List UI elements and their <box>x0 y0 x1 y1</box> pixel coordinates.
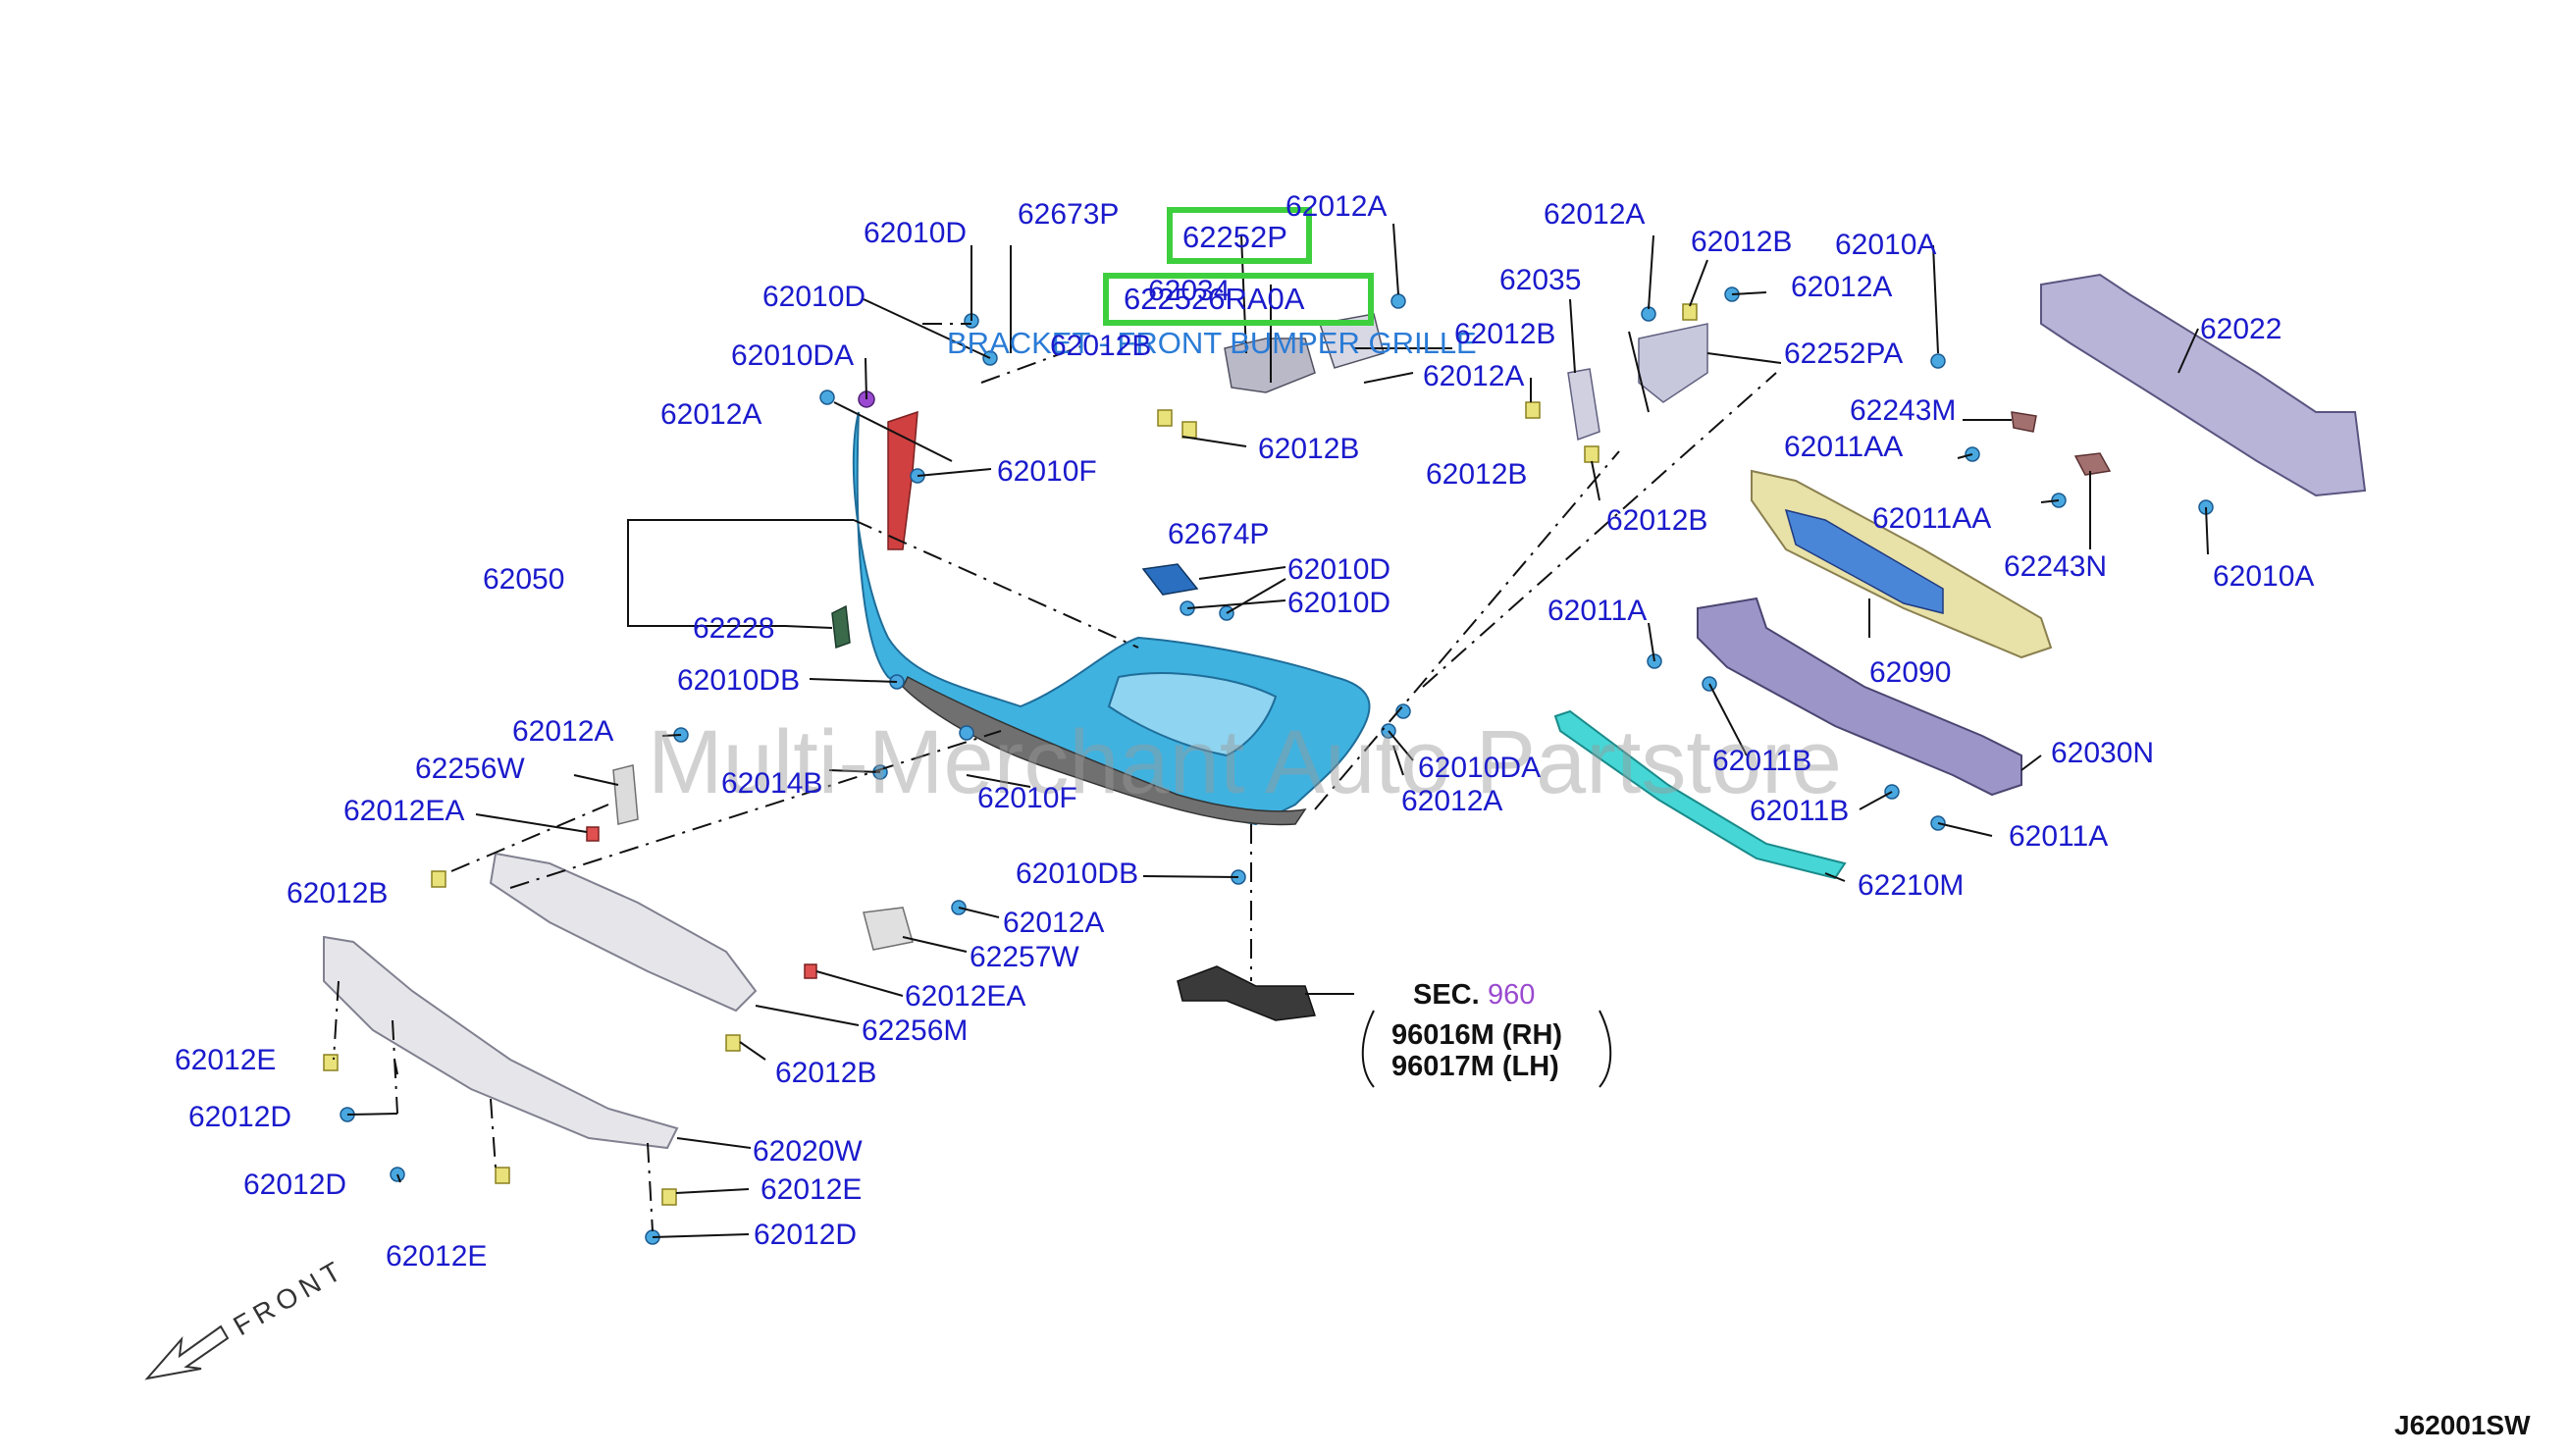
fascia-side-trim <box>887 410 918 550</box>
part-label[interactable]: 62035 <box>1499 264 1581 296</box>
part-label[interactable]: 62012A <box>512 715 613 748</box>
highlight-box-622526ra0a[interactable] <box>1103 273 1374 326</box>
sec-prefix: SEC. <box>1413 979 1480 1011</box>
part-label[interactable]: 62012A <box>1791 271 1892 303</box>
part-label[interactable]: 62012B <box>1606 504 1707 537</box>
part-label[interactable]: 62228 <box>693 612 774 645</box>
part-label[interactable]: 62010D <box>864 217 967 249</box>
bracket-62674p-shape <box>1141 563 1199 596</box>
part-label[interactable]: 62012E <box>761 1173 862 1206</box>
part-label[interactable]: 62012A <box>1423 360 1524 392</box>
part-label[interactable]: 62010A <box>2213 560 2314 593</box>
part-label[interactable]: 62256M <box>862 1014 968 1047</box>
lower-grille-62256m-shape <box>489 852 758 1013</box>
part-label[interactable]: 62010D <box>1287 553 1390 586</box>
part-label[interactable]: 62010DA <box>731 339 854 372</box>
part-label[interactable]: 62012A <box>1544 198 1645 231</box>
part-label[interactable]: 62034 <box>1148 275 1230 307</box>
part-label[interactable]: 62012E <box>386 1240 487 1273</box>
strip-shape <box>1553 709 1847 880</box>
part-label[interactable]: 62012B <box>1454 318 1555 350</box>
part-label[interactable]: 62012B <box>1691 226 1792 258</box>
part-label[interactable]: 62010DA <box>1418 752 1541 784</box>
bracket-62243m-shape <box>2011 411 2037 433</box>
part-label[interactable]: 62010DB <box>677 664 800 697</box>
part-label[interactable]: 62012EA <box>343 795 464 827</box>
part-label[interactable]: 62012A <box>660 398 761 431</box>
energy-absorber-blue-part <box>1784 508 1944 614</box>
front-label: FRONT <box>229 1253 351 1341</box>
part-label[interactable]: 62256W <box>415 753 525 785</box>
bracket-62256w-shape <box>612 764 639 825</box>
highlight-part-62252p[interactable]: 62252P <box>1182 220 1287 254</box>
part-label[interactable]: 62030N <box>2051 737 2154 769</box>
part-label[interactable]: 62210M <box>1858 869 1964 902</box>
part-label[interactable]: 62011A <box>1547 595 1647 627</box>
part-label[interactable]: 62011B <box>1712 745 1811 777</box>
upper-member-shape <box>2040 273 2367 497</box>
part-label[interactable]: 62012A <box>1401 785 1502 817</box>
part-label[interactable]: 62012D <box>243 1169 346 1201</box>
part-label[interactable]: 62674P <box>1168 518 1269 550</box>
part-label[interactable]: 62090 <box>1869 656 1951 689</box>
part-label[interactable]: 62010D <box>1287 587 1390 619</box>
part-label[interactable]: 62012B <box>775 1057 876 1089</box>
side-bracket-shape <box>1638 323 1708 403</box>
part-label[interactable]: 62012B <box>1258 433 1359 465</box>
part-label[interactable]: 62020W <box>753 1135 863 1168</box>
part-label[interactable]: 62011AA <box>1784 431 1903 463</box>
part-label[interactable]: 62010F <box>977 782 1077 814</box>
part-label[interactable]: 62010D <box>762 281 865 313</box>
title-code: J62001SW <box>2394 1410 2531 1440</box>
part-label[interactable]: 62012B <box>1426 458 1527 491</box>
sec-rh: 96016M (RH) <box>1391 1019 1562 1051</box>
bracket-62228-shape <box>831 604 851 650</box>
part-label[interactable]: 62022 <box>2200 313 2282 345</box>
highlight-part-622526ra0a[interactable]: 622526RA0A <box>1124 282 1305 316</box>
bracket-62257w-shape <box>863 907 914 951</box>
under-cover-62020w-shape <box>323 935 679 1150</box>
bracket-62243n-shape <box>2073 452 2112 476</box>
highlight-caption: BRACKET - FRONT BUMPER GRILLE <box>947 326 1477 360</box>
part-label[interactable]: 62010F <box>997 455 1097 488</box>
part-label[interactable]: 62012EA <box>905 980 1025 1013</box>
part-label[interactable]: 62014B <box>721 767 822 800</box>
part-label[interactable]: 62243N <box>2004 550 2107 583</box>
grille-bracket-shape <box>1319 313 1385 369</box>
leader-lines <box>333 223 2209 1238</box>
highlight-box-62252p[interactable] <box>1167 207 1312 264</box>
fascia-lower-edge <box>902 675 1307 826</box>
air-guide-960-shape <box>1177 965 1317 1021</box>
sec960-bracket-right <box>1599 1010 1612 1088</box>
part-label[interactable]: 62012B <box>287 877 388 910</box>
front-arrow-icon <box>144 1325 230 1380</box>
part-label[interactable]: 62011A <box>2009 820 2108 853</box>
part-label[interactable]: 62243M <box>1850 394 1956 427</box>
fasteners <box>323 286 2214 1245</box>
part-label[interactable]: 62012D <box>188 1101 291 1133</box>
part-label[interactable]: 62011B <box>1750 795 1849 827</box>
side-bracket-62035-shape <box>1567 368 1600 442</box>
part-label[interactable]: 62050 <box>483 563 564 596</box>
part-label[interactable]: 62257W <box>970 941 1079 973</box>
fascia-grille-opening <box>1107 672 1278 757</box>
part-label[interactable]: 62011AA <box>1872 502 1991 535</box>
part-label[interactable]: 62010A <box>1835 229 1936 261</box>
part-label[interactable]: 62012B <box>1050 330 1151 362</box>
part-label[interactable]: 62012D <box>754 1219 857 1251</box>
part-label[interactable]: 62012E <box>175 1044 276 1076</box>
part-label[interactable]: 62673P <box>1018 198 1119 231</box>
watermark: Multi-Merchant Auto Partstore <box>648 712 1842 812</box>
sec-number: 960 <box>1488 979 1535 1011</box>
part-label[interactable]: 62252PA <box>1784 338 1903 370</box>
part-label[interactable]: 62012A <box>1285 190 1387 223</box>
sec960-bracket <box>1361 1010 1375 1088</box>
reinforcement-shape <box>1697 597 2022 797</box>
sec-lh: 96017M (LH) <box>1391 1051 1559 1082</box>
part-label[interactable]: 62010DB <box>1016 858 1138 890</box>
part-label[interactable]: 62012A <box>1003 907 1104 939</box>
